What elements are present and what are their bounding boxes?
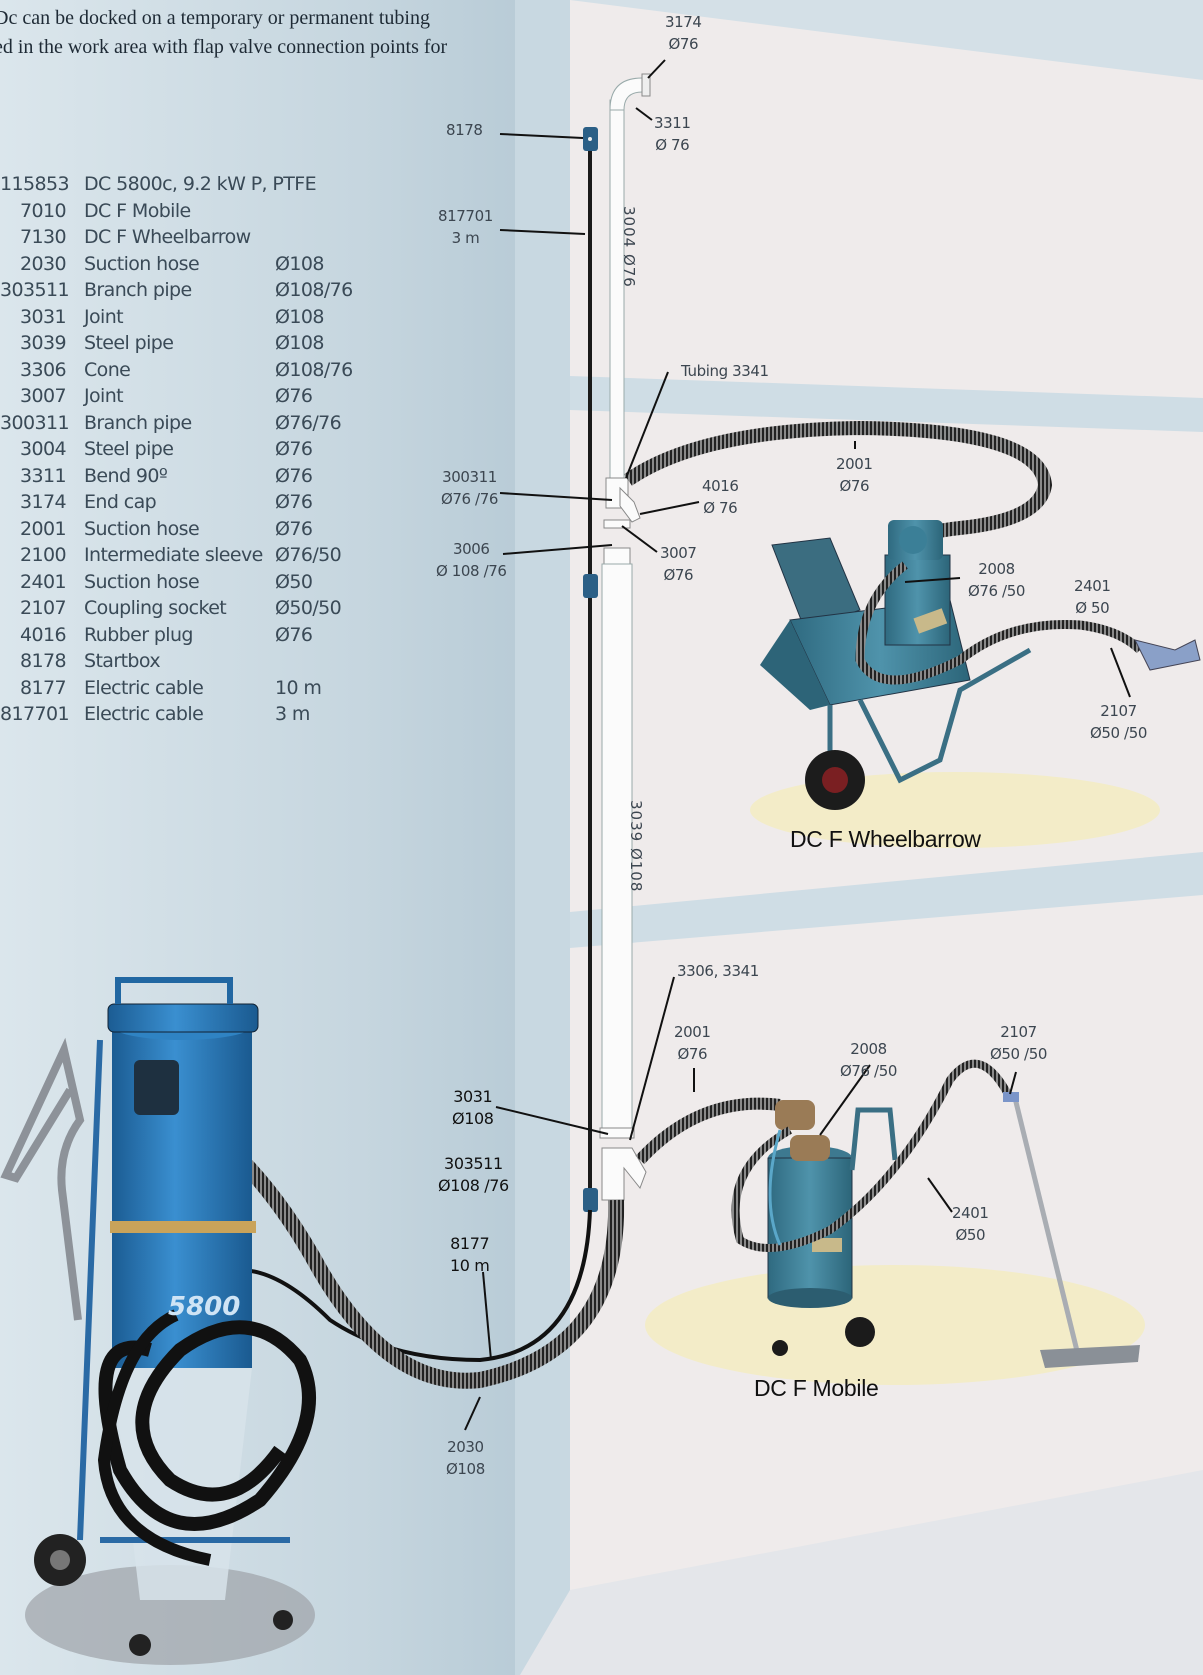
part-name: Suction hose [84, 251, 199, 277]
part-dim: Ø108 [275, 251, 324, 277]
part-name: DC F Wheelbarrow [84, 224, 251, 250]
part-code: 2107 [0, 595, 66, 621]
part-dim: Ø76 [275, 383, 312, 409]
part-name: Steel pipe [84, 330, 173, 356]
part-dim: Ø76 [275, 516, 312, 542]
part-dim: Ø76 [275, 489, 312, 515]
part-code: 8178 [0, 648, 66, 674]
label-8178: 8178 [446, 119, 483, 141]
part-dim: Ø76 [275, 622, 312, 648]
part-code: 3174 [0, 489, 66, 515]
part-name: Rubber plug [84, 622, 193, 648]
part-name: End cap [84, 489, 156, 515]
intro-line-1: Dc can be docked on a temporary or perma… [0, 4, 540, 33]
part-code: 3031 [0, 304, 66, 330]
part-name: DC 5800c, 9.2 kW P, PTFE [84, 171, 316, 197]
part-code: 3004 [0, 436, 66, 462]
part-dim: Ø108/76 [275, 357, 353, 383]
part-code: 8177 [0, 675, 66, 701]
part-dim: Ø76/50 [275, 542, 341, 568]
steel-pipe-3004 [610, 100, 624, 490]
part-code: 2401 [0, 569, 66, 595]
part-name: Startbox [84, 648, 160, 674]
part-name: Bend 90º [84, 463, 167, 489]
part-code: 3039 [0, 330, 66, 356]
left-wall-edge [515, 0, 570, 1675]
part-name: Steel pipe [84, 436, 173, 462]
label-tubing-3341: Tubing 3341 [681, 360, 769, 382]
intro-line-2: ed in the work area with flap valve conn… [0, 33, 540, 62]
part-dim: Ø76 [275, 463, 312, 489]
part-name: Electric cable [84, 701, 203, 727]
label-3306-3341: 3306, 3341 [677, 960, 759, 982]
mobile-title: DC F Mobile [754, 1375, 879, 1402]
cone-3306 [604, 548, 630, 564]
part-code: 2030 [0, 251, 66, 277]
part-dim: 10 m [275, 675, 321, 701]
part-code: 817701 [0, 701, 66, 727]
part-code: 2001 [0, 516, 66, 542]
part-name: Coupling socket [84, 595, 226, 621]
part-code: 115853 [0, 171, 66, 197]
part-dim: Ø108/76 [275, 277, 353, 303]
part-name: Intermediate sleeve [84, 542, 263, 568]
part-code: 2100 [0, 542, 66, 568]
part-code: 7010 [0, 198, 66, 224]
label-4016: 4016Ø 76 [702, 475, 739, 519]
part-dim: Ø50/50 [275, 595, 341, 621]
intro-text: Dc can be docked on a temporary or perma… [0, 4, 540, 62]
part-name: Suction hose [84, 569, 199, 595]
joint-3007 [604, 520, 630, 528]
part-name: Joint [84, 304, 123, 330]
part-name: Branch pipe [84, 410, 192, 436]
part-code: 3306 [0, 357, 66, 383]
junction-box-1 [583, 574, 598, 598]
part-code: 3311 [0, 463, 66, 489]
part-dim: Ø76/76 [275, 410, 341, 436]
label-3004: 3004 Ø76 [620, 206, 638, 288]
junction-box-2 [583, 1188, 598, 1212]
part-name: DC F Mobile [84, 198, 191, 224]
part-dim: 3 m [275, 701, 310, 727]
label-3039: 3039 Ø108 [627, 800, 645, 892]
part-dim: Ø108 [275, 304, 324, 330]
unit-model-badge: 5800 [168, 1292, 240, 1322]
part-code: 7130 [0, 224, 66, 250]
wheelbarrow-title: DC F Wheelbarrow [790, 826, 981, 853]
part-name: Branch pipe [84, 277, 192, 303]
left-wall [0, 0, 515, 1675]
part-dim: Ø76 [275, 436, 312, 462]
part-name: Suction hose [84, 516, 199, 542]
part-name: Cone [84, 357, 130, 383]
part-name: Joint [84, 383, 123, 409]
part-dim: Ø50 [275, 569, 312, 595]
part-name: Electric cable [84, 675, 203, 701]
part-code: 3007 [0, 383, 66, 409]
part-code: 300311 [0, 410, 66, 436]
part-dim: Ø108 [275, 330, 324, 356]
part-code: 4016 [0, 622, 66, 648]
part-code: 303511 [0, 277, 66, 303]
